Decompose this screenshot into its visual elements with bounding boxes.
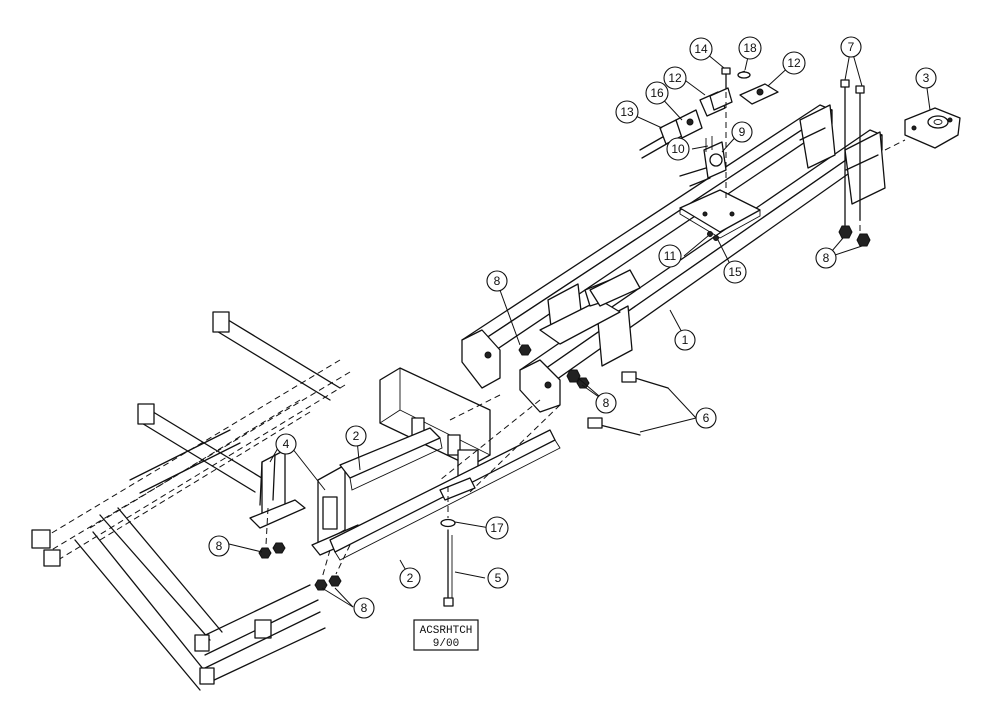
svg-text:6: 6: [703, 411, 710, 425]
callout-18: 18: [738, 36, 762, 60]
callout-bubbles: 1 2 2 3 4 5 6 7 8 8 8 8 8 9 10 11 12 12 …: [208, 36, 937, 619]
svg-text:8: 8: [361, 601, 368, 615]
svg-text:18: 18: [743, 41, 757, 55]
leader-lines: [228, 46, 931, 608]
callout-8-right: 8: [815, 247, 837, 269]
svg-text:16: 16: [650, 86, 664, 100]
svg-text:17: 17: [490, 521, 504, 535]
svg-text:8: 8: [603, 396, 610, 410]
svg-text:9: 9: [739, 125, 746, 139]
callout-10: 10: [666, 137, 690, 161]
callout-8-center: 8: [595, 392, 617, 414]
svg-text:14: 14: [694, 42, 708, 56]
callout-3: 3: [915, 67, 937, 89]
mount-plate-assembly: [249, 367, 491, 556]
svg-text:1: 1: [682, 333, 689, 347]
callout-17: 17: [485, 516, 509, 540]
callout-2-lower: 2: [399, 567, 421, 589]
stamp-line-1: ACSRHTCH: [420, 625, 473, 637]
svg-text:3: 3: [923, 71, 930, 85]
svg-text:12: 12: [787, 56, 801, 70]
svg-text:7: 7: [848, 40, 855, 54]
callout-15: 15: [723, 260, 747, 284]
drawing-stamp: ACSRHTCH 9/00: [413, 619, 479, 651]
svg-text:11: 11: [664, 249, 677, 263]
svg-text:15: 15: [728, 265, 742, 279]
svg-text:8: 8: [216, 539, 223, 553]
svg-text:8: 8: [494, 274, 501, 288]
hardware-bolts-nuts: [258, 79, 906, 607]
callout-6: 6: [695, 407, 717, 429]
callout-9: 9: [731, 121, 753, 143]
svg-text:2: 2: [353, 429, 360, 443]
callout-7: 7: [840, 36, 862, 58]
callout-1: 1: [674, 329, 696, 351]
callout-5: 5: [487, 567, 509, 589]
hitch-plate: [904, 107, 961, 149]
callout-4: 4: [275, 433, 297, 455]
callout-8-left: 8: [208, 535, 230, 557]
svg-text:12: 12: [668, 71, 682, 85]
callout-8-bottom: 8: [353, 597, 375, 619]
callout-14: 14: [689, 37, 713, 61]
callout-8-tongue: 8: [486, 270, 508, 292]
hitch-tongue: [461, 104, 886, 413]
callout-16: 16: [645, 81, 669, 105]
svg-text:10: 10: [671, 142, 685, 156]
toolbar-frame: [31, 311, 351, 691]
callout-11: 11: [658, 244, 682, 268]
callout-12-right: 12: [782, 51, 806, 75]
callout-13: 13: [615, 100, 639, 124]
svg-text:5: 5: [495, 571, 502, 585]
lower-drawbars: [329, 427, 561, 561]
svg-text:8: 8: [823, 251, 830, 265]
svg-text:2: 2: [407, 571, 414, 585]
callout-2-upper: 2: [345, 425, 367, 447]
stamp-line-2: 9/00: [433, 638, 459, 650]
callout-12-left: 12: [663, 66, 687, 90]
svg-text:13: 13: [620, 105, 634, 119]
svg-text:4: 4: [283, 437, 290, 451]
